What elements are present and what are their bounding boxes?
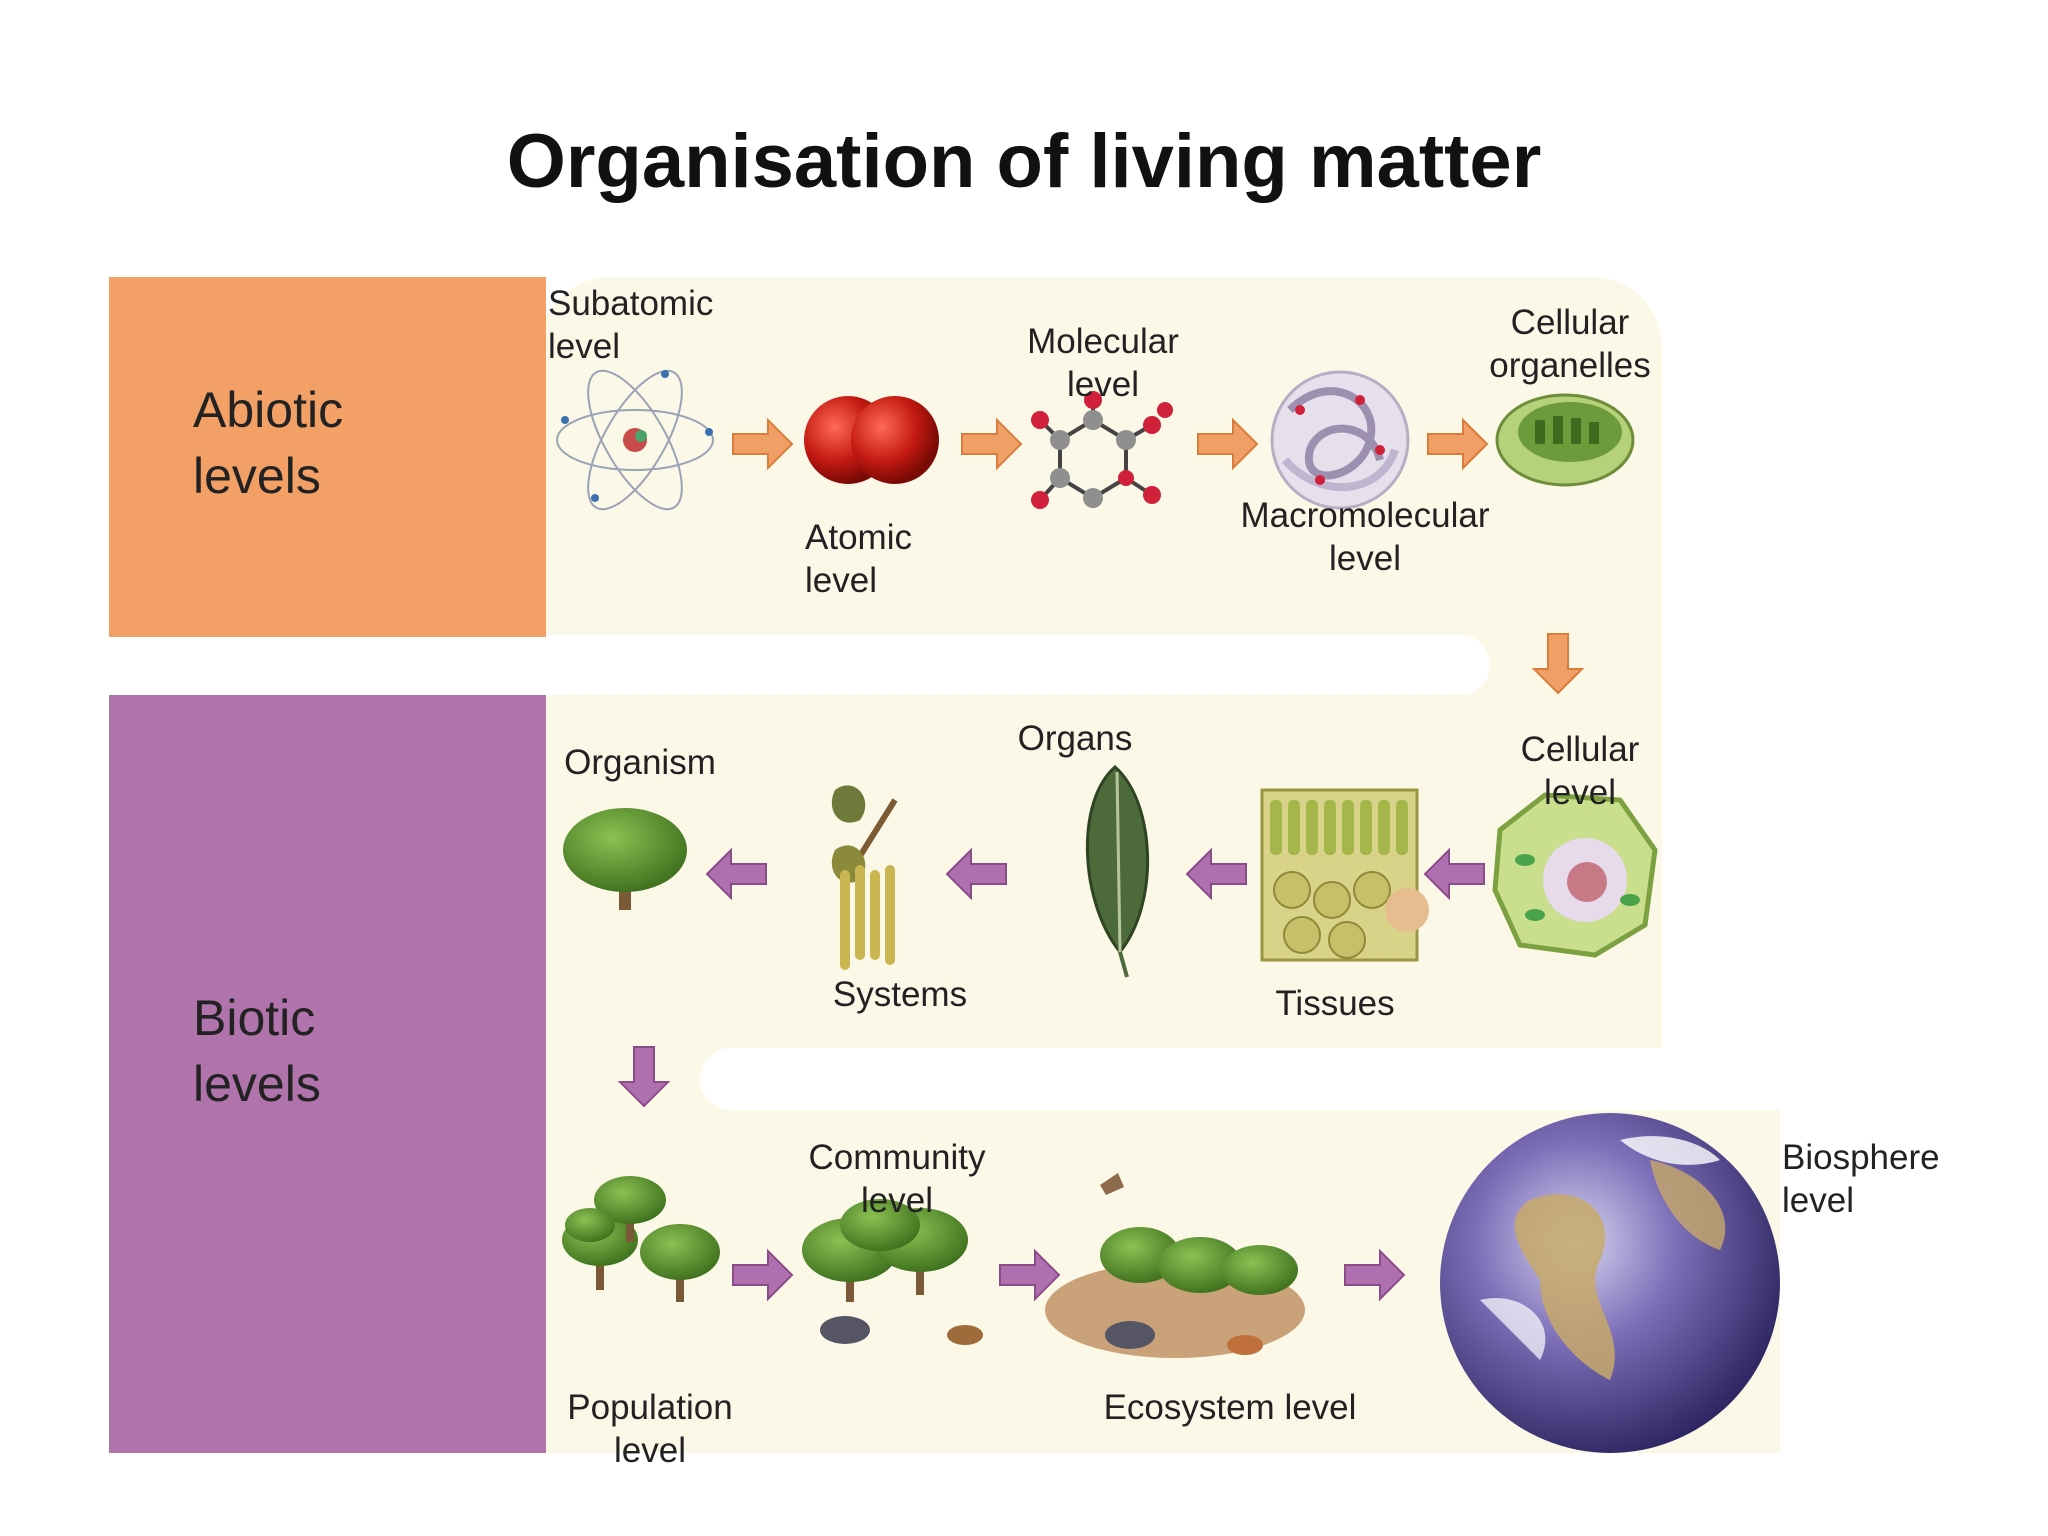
earth-illustration	[1440, 1113, 1780, 1453]
arrow-subatomic-atomic	[732, 417, 794, 471]
gap-upper	[540, 635, 1490, 695]
arrow-macromolecular-organelles	[1427, 417, 1489, 471]
label-community: Community level	[808, 1138, 986, 1220]
label-atomic: Atomic level	[805, 518, 912, 600]
diagram-title: Organisation of living matter	[506, 119, 1542, 204]
label-population: Population level	[567, 1388, 733, 1470]
leaf-illustration	[1085, 765, 1150, 978]
label-ecosystem: Ecosystem level	[1103, 1388, 1357, 1427]
label-organism: Organism	[564, 743, 716, 782]
label-cellular: Cellular level	[1520, 730, 1640, 812]
arrow-systems-organism	[705, 847, 767, 901]
atom-illustration	[556, 369, 714, 511]
gap-lower	[700, 1048, 1830, 1110]
catkin-branch-illustration	[831, 785, 898, 970]
community-illustration	[802, 1199, 983, 1345]
biotic-category-block: Biotic levels	[109, 695, 546, 1453]
abiotic-category-block: Abiotic levels	[109, 277, 546, 637]
arrow-population-community	[732, 1248, 794, 1302]
atoms-illustration	[804, 396, 939, 484]
biotic-label: Biotic levels	[193, 990, 321, 1112]
tissue-illustration	[1260, 788, 1429, 962]
arrow-molecular-macromolecular	[1197, 417, 1259, 471]
label-molecular: Molecular level	[1027, 322, 1179, 404]
population-illustration	[562, 1176, 720, 1302]
arrow-ecosystem-biosphere	[1344, 1248, 1406, 1302]
arrow-organelles-cellular	[1531, 633, 1585, 695]
arrow-community-ecosystem	[999, 1248, 1061, 1302]
arrow-organs-systems	[945, 847, 1007, 901]
arrow-organism-population	[617, 1046, 671, 1108]
abiotic-label: Abiotic levels	[193, 382, 344, 504]
arrow-tissues-organs	[1185, 847, 1247, 901]
tree-illustration	[563, 808, 687, 910]
chloroplast-illustration	[1495, 393, 1635, 487]
label-subatomic: Subatomic level	[548, 284, 714, 366]
label-organs: Organs	[1017, 719, 1133, 758]
arrow-cellular-tissues	[1423, 847, 1485, 901]
label-tissues: Tissues	[1275, 984, 1395, 1023]
label-systems: Systems	[832, 975, 968, 1014]
gap-upper-left	[540, 635, 580, 695]
plant-cell-illustration	[1492, 792, 1658, 958]
ecosystem-illustration	[1045, 1173, 1305, 1358]
arrow-atomic-molecular	[961, 417, 1023, 471]
macromolecule-illustration	[1270, 370, 1410, 510]
gap-lower-right	[1660, 1048, 2048, 1110]
label-organelles: Cellular organelles	[1489, 303, 1651, 385]
label-macromolecular: Macromolecular level	[1240, 496, 1490, 578]
label-biosphere: Biosphere level	[1782, 1138, 1940, 1220]
